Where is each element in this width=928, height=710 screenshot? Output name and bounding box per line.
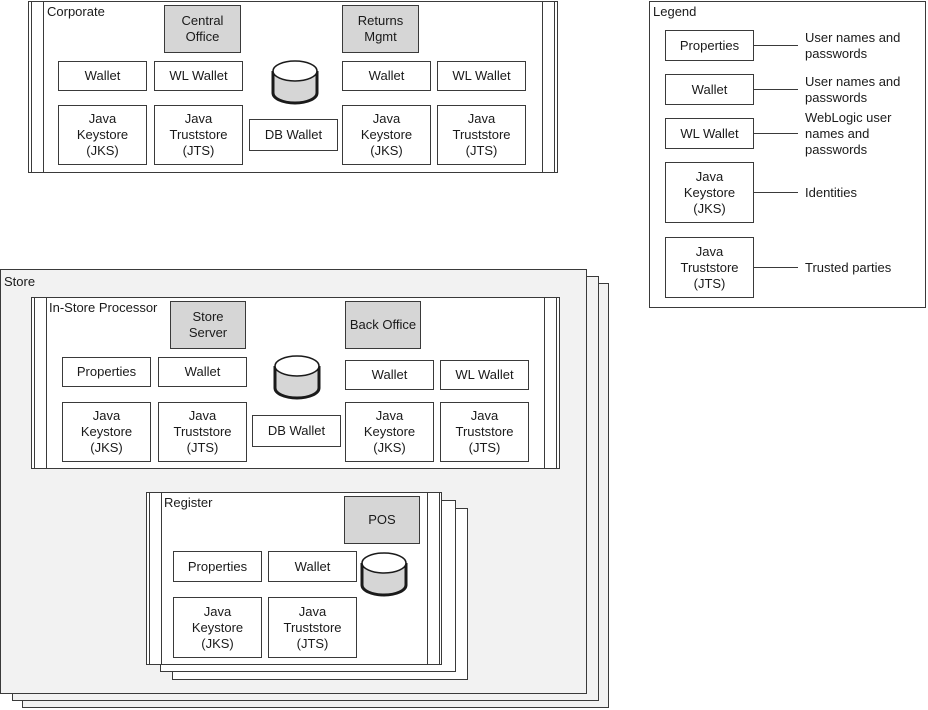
- in-store-properties: Properties: [62, 357, 151, 387]
- legend-jts-desc: Trusted parties: [805, 260, 892, 275]
- in-store-right-bar: [544, 298, 557, 468]
- in-store-jts-right: Java Truststore (JTS): [440, 402, 529, 462]
- pos-box: POS: [344, 496, 420, 544]
- in-store-jks-left: Java Keystore (JKS): [62, 402, 151, 462]
- legend-wallet-desc: User names and passwords: [805, 74, 901, 105]
- register-right-bar: [427, 493, 440, 664]
- legend-wl-wallet-box: WL Wallet: [665, 118, 754, 149]
- corporate-right-bar: [542, 2, 555, 172]
- in-store-wallet-right: Wallet: [345, 360, 434, 390]
- in-store-left-bar: [34, 298, 47, 468]
- corporate-jts-left: Java Truststore (JTS): [154, 105, 243, 165]
- corporate-jks-right: Java Keystore (JKS): [342, 105, 431, 165]
- legend-wallet-box: Wallet: [665, 74, 754, 105]
- in-store-jts-left: Java Truststore (JTS): [158, 402, 247, 462]
- corporate-jts-right: Java Truststore (JTS): [437, 105, 526, 165]
- legend-jks-box: Java Keystore (JKS): [665, 162, 754, 223]
- legend-connector-jks: [754, 192, 798, 193]
- in-store-wallet-left: Wallet: [158, 357, 247, 387]
- register-title: Register: [164, 495, 213, 510]
- register-jks: Java Keystore (JKS): [173, 597, 262, 658]
- in-store-processor-title: In-Store Processor: [49, 300, 158, 315]
- corporate-database-icon: [271, 60, 319, 105]
- in-store-wl-wallet-right: WL Wallet: [440, 360, 529, 390]
- legend-properties-desc: User names and passwords: [805, 30, 901, 61]
- corporate-title: Corporate: [47, 4, 105, 19]
- corporate-jks-left: Java Keystore (JKS): [58, 105, 147, 165]
- legend-jts-box: Java Truststore (JTS): [665, 237, 754, 298]
- register-jts: Java Truststore (JTS): [268, 597, 357, 658]
- register-wallet: Wallet: [268, 551, 357, 582]
- in-store-jks-right: Java Keystore (JKS): [345, 402, 434, 462]
- register-properties: Properties: [173, 551, 262, 582]
- returns-mgmt-box: Returns Mgmt: [342, 5, 419, 53]
- legend-connector-wl-wallet: [754, 133, 798, 134]
- central-office-box: Central Office: [164, 5, 241, 53]
- back-office-box: Back Office: [345, 301, 421, 349]
- legend-jks-desc: Identities: [805, 185, 858, 200]
- store-server-box: Store Server: [170, 301, 246, 349]
- corporate-wallet-left: Wallet: [58, 61, 147, 91]
- store-title: Store: [4, 274, 36, 289]
- corporate-db-wallet: DB Wallet: [249, 119, 338, 151]
- legend-title: Legend: [653, 4, 697, 19]
- register-left-bar: [149, 493, 162, 664]
- legend-properties-box: Properties: [665, 30, 754, 61]
- corporate-wl-wallet-right: WL Wallet: [437, 61, 526, 91]
- legend-connector-properties: [754, 45, 798, 46]
- corporate-left-bar: [31, 2, 44, 172]
- register-database-icon: [360, 552, 408, 597]
- corporate-wl-wallet-left: WL Wallet: [154, 61, 243, 91]
- legend-wl-wallet-desc: WebLogic user names and passwords: [805, 110, 892, 157]
- in-store-database-icon: [273, 355, 321, 400]
- legend-connector-jts: [754, 267, 798, 268]
- legend-connector-wallet: [754, 89, 798, 90]
- corporate-wallet-right: Wallet: [342, 61, 431, 91]
- in-store-db-wallet: DB Wallet: [252, 415, 341, 447]
